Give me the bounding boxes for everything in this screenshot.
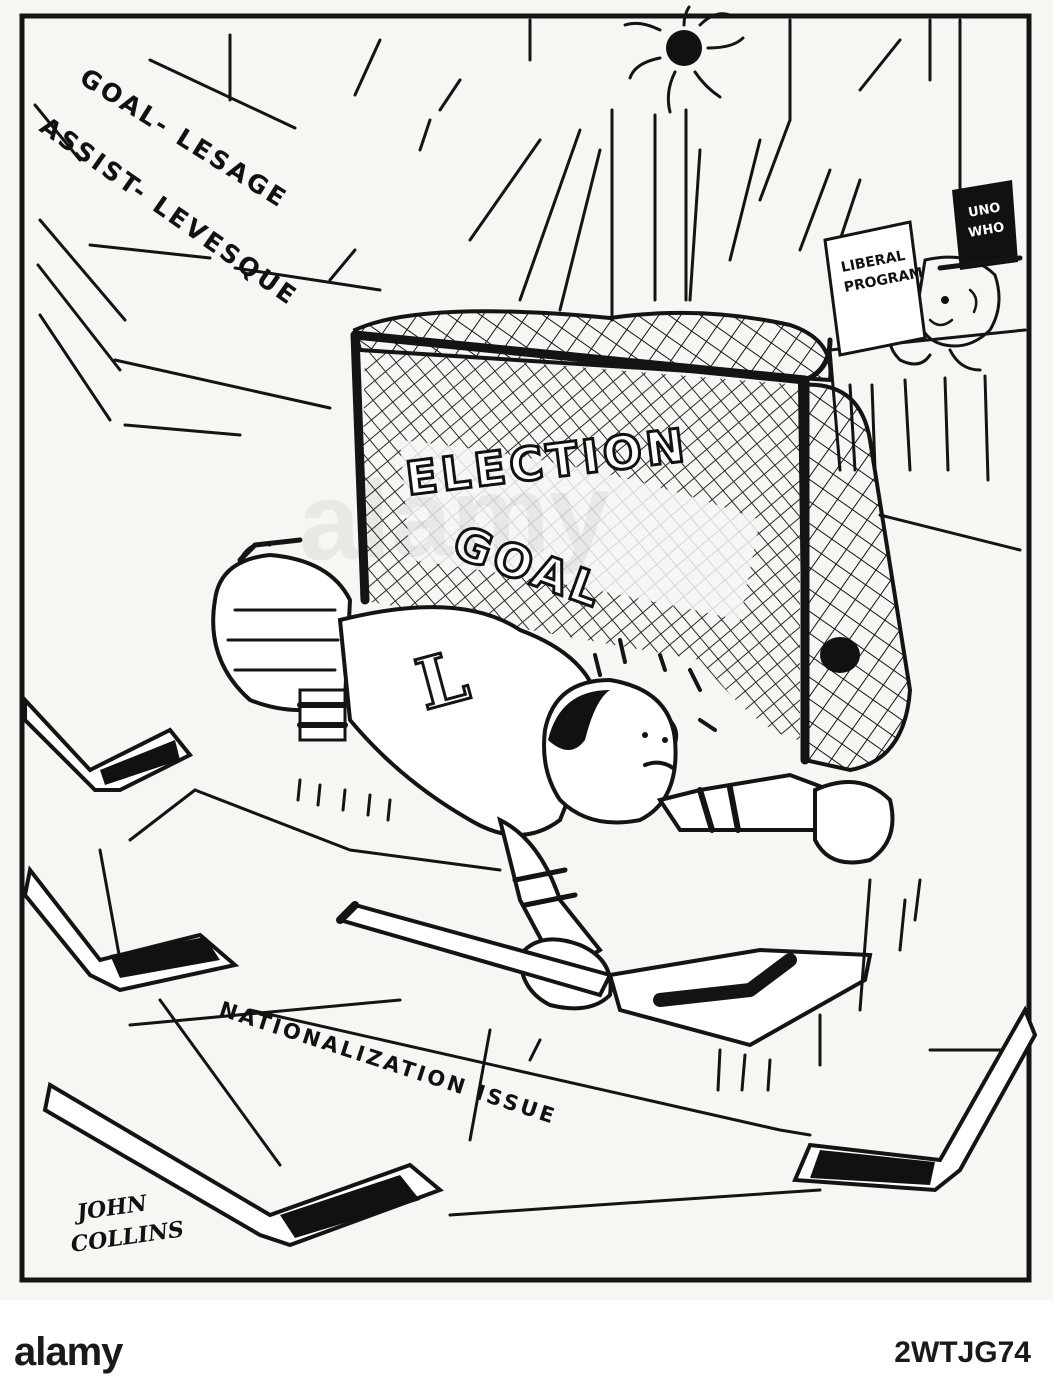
- editorial-cartoon: GOAL- LESAGE ASSIST- LEVESQUE UNO WHO LI…: [0, 0, 1053, 1300]
- watermark: alamy: [297, 450, 613, 584]
- puck-icon: [820, 637, 860, 673]
- spectator-figure: UNO WHO: [888, 180, 1023, 372]
- top-hat: [952, 180, 1018, 270]
- ice-rink-lines: [98, 778, 1022, 1217]
- ice-sticks: [22, 694, 1038, 1248]
- scoreboard-lines: [33, 58, 382, 437]
- election-goal-net: [350, 309, 913, 773]
- liberal-program-booklet: LIBERAL PROGRAM: [823, 220, 927, 357]
- hat-text-who: WHO: [967, 220, 1005, 241]
- sun-puck-icon: [623, 5, 745, 114]
- stock-footer: [0, 1300, 1053, 1390]
- goalie-stick: [336, 901, 873, 1048]
- stock-logo: alamy: [14, 1330, 123, 1374]
- hat-text-uno: UNO: [967, 200, 1002, 220]
- spotlight-rays: [353, 38, 862, 312]
- stock-image-id: 2WTJG74: [894, 1336, 1031, 1369]
- rink-background-lines: [228, 18, 962, 322]
